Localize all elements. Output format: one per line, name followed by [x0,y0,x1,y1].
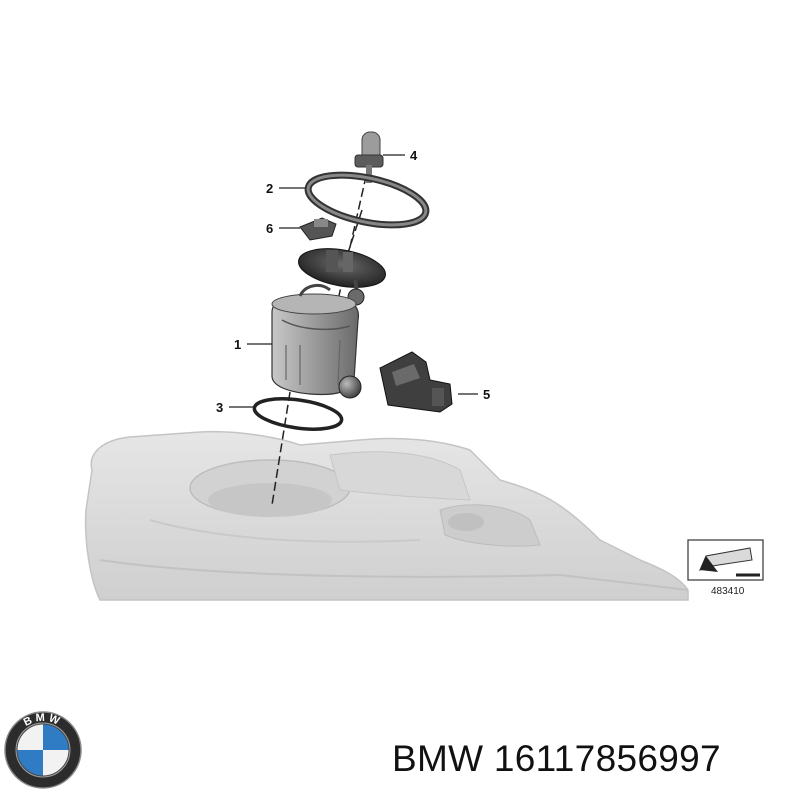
reference-code: 483410 [711,586,745,597]
callout-3: 3 [216,400,223,415]
pump-flange [298,248,386,320]
svg-text:BMW: BMW [22,712,64,729]
bmw-logo: BMW [3,710,83,790]
part-6-clip [299,217,337,241]
logo-text: BMW [22,712,61,729]
callout-1: 1 [234,337,241,352]
callout-5: 5 [483,387,490,402]
part-5-bracket [379,351,453,413]
callout-2: 2 [266,181,273,196]
part-number: 16117856997 [493,738,721,779]
callout-6: 6 [266,221,273,236]
fuel-tank-illustration [84,430,689,601]
reference-box: 483410 [687,539,764,597]
callout-4: 4 [410,148,418,163]
part-2-seal-ring [304,171,430,229]
part-number-caption: BMW 16117856997 [392,738,721,780]
part-4-regulator [354,131,384,183]
callout-leaders [229,154,478,408]
direction-arrow-icon [699,547,760,577]
part-3-o-ring [252,397,344,431]
part-1-fuel-pump-module [271,283,362,399]
caption-brand: BMW [392,738,484,779]
callout-numbers: 1 2 3 4 5 6 [216,148,490,415]
